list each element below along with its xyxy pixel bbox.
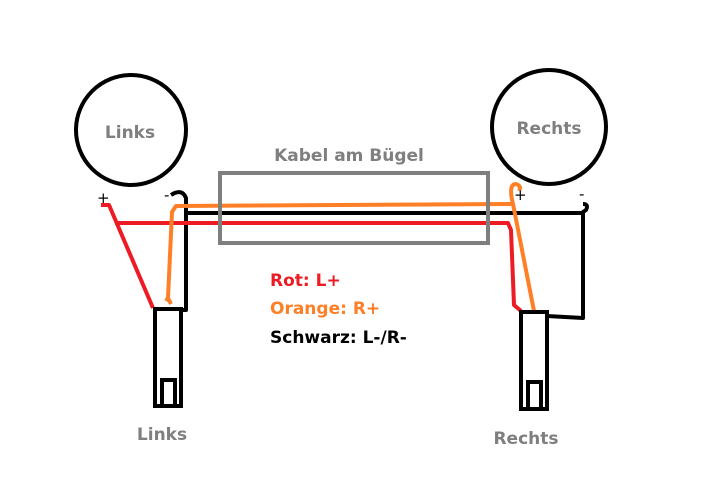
right-speaker-label: Rechts [516, 119, 581, 139]
left-plug-label: Links [137, 425, 187, 445]
legend-orange: Orange: R+ [270, 299, 380, 319]
right-minus-sign: - [579, 185, 584, 203]
black-wire [169, 190, 589, 320]
left-speaker-label: Links [105, 123, 155, 143]
cable-box-title: Kabel am Bügel [274, 146, 424, 166]
left-minus-sign: - [164, 186, 169, 204]
right-plus-sign: + [514, 186, 527, 204]
left-speaker: Links [74, 73, 188, 187]
cable-box [218, 171, 490, 245]
right-plug [519, 310, 549, 411]
left-plus-sign: + [97, 189, 110, 207]
left-plug [153, 307, 183, 408]
orange-wire [164, 182, 536, 312]
red-wire [101, 203, 523, 313]
legend-black: Schwarz: L-/R- [270, 328, 407, 348]
right-speaker: Rechts [490, 68, 608, 186]
legend-red: Rot: L+ [270, 271, 341, 291]
right-plug-label: Rechts [493, 429, 558, 449]
